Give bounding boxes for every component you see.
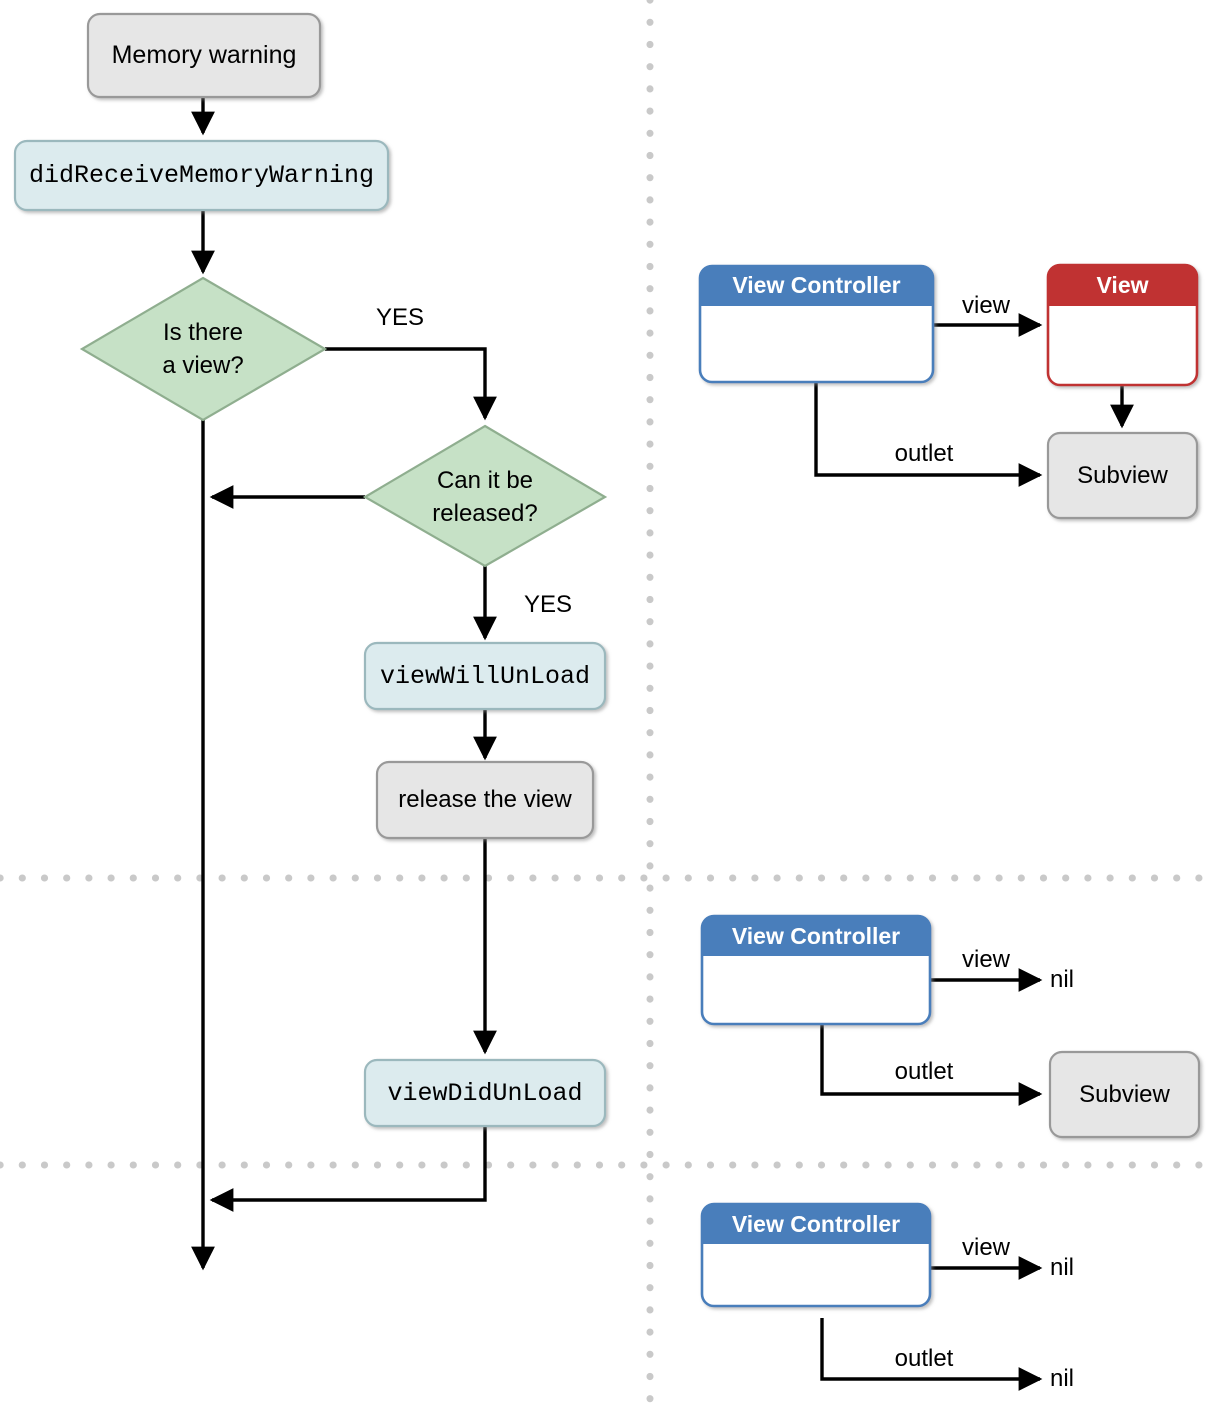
node-release-the-view [375,760,595,840]
p2-subview-box [1048,1050,1201,1139]
p1-view-card [1046,263,1199,387]
panel-outlets-cleared-vector [700,1202,1043,1391]
p1-edge-outlet [814,382,1043,487]
p1-view-controller-card [698,264,935,384]
node-view-will-unload [363,641,607,711]
p3-view-controller-card [700,1202,932,1308]
edge-viewdidunload-to-trunk [209,1126,487,1212]
p3-edge-outlet [820,1318,1043,1391]
flow-connectors [191,97,497,1271]
node-can-it-be-released [362,424,608,568]
p2-edge-outlet [820,1024,1043,1106]
panel-loaded-vector [698,263,1199,520]
p1-subview-box [1046,431,1199,520]
node-is-there-a-view [79,276,328,422]
panel-view-released-vector [700,914,1201,1139]
node-did-receive-memory-warning [13,139,390,212]
p2-view-controller-card [700,914,932,1026]
node-memory-warning [86,12,322,99]
node-view-did-unload [363,1058,607,1128]
edge-isthereaview-yes [325,347,497,421]
